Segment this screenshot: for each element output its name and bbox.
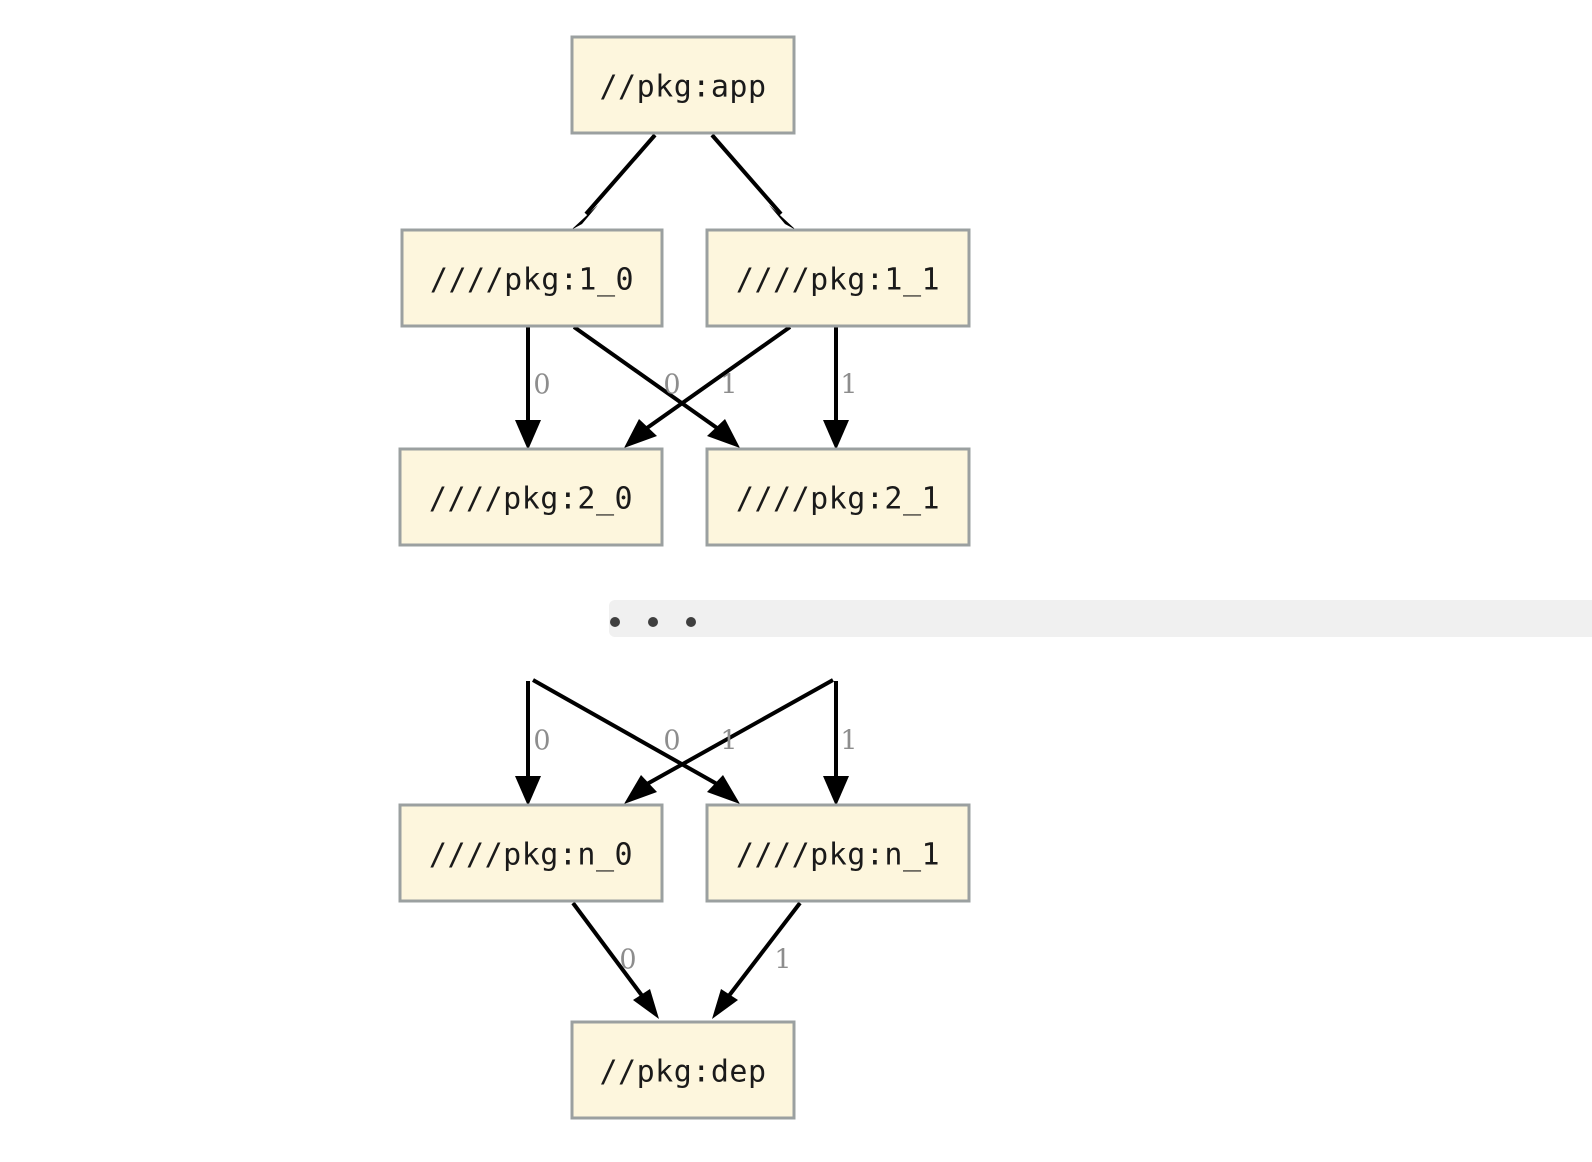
node-box[interactable] [570, 35, 796, 135]
node-box[interactable] [705, 803, 971, 903]
node-label-app: //pkg:app [599, 70, 766, 105]
edge-line [584, 133, 657, 216]
edge-line [646, 678, 834, 786]
arrowhead [823, 420, 849, 450]
ellipsis-dot-3 [686, 617, 696, 627]
node-label-pkg-2_0: ////pkg:2_0 [429, 482, 633, 517]
edge-line [645, 325, 792, 430]
arrowhead [571, 205, 598, 230]
node-box[interactable] [705, 447, 971, 547]
node-box[interactable] [705, 228, 971, 328]
node-label-dep: //pkg:dep [599, 1055, 766, 1090]
edge-label-1_1-to-2_1: 1 [840, 370, 857, 401]
node-label-pkg-n_0: ////pkg:n_0 [429, 838, 633, 873]
arrowhead [707, 419, 740, 448]
edge-n_1-to-dep [712, 901, 802, 1019]
node-label-pkg-1_0: ////pkg:1_0 [430, 263, 634, 298]
edge-label-prev-to-n_1-straight: 1 [840, 726, 857, 757]
edge-app-to-1_0 [571, 133, 657, 230]
arrowhead [712, 989, 738, 1019]
edge-prev-to-n_1-cross [532, 678, 740, 804]
edge-1_0-to-2_1 [572, 325, 740, 448]
edge-label-prev-to-n_0-cross: 1 [720, 726, 737, 757]
edge-label-n_0-to-dep: 0 [619, 945, 636, 976]
edge-app-to-1_1 [710, 133, 796, 230]
edge-label-1_0-to-2_1: 0 [663, 370, 680, 401]
node-box[interactable] [398, 447, 664, 547]
node-pkg-2_0[interactable]: ////pkg:2_0 [398, 447, 664, 547]
arrowhead [633, 989, 659, 1019]
node-box[interactable] [398, 803, 664, 903]
arrowhead [624, 419, 657, 448]
arrowhead [624, 775, 657, 804]
edge-label-1_1-to-2_0: 1 [720, 370, 737, 401]
ellipsis-dot-1 [610, 617, 620, 627]
arrowhead [707, 775, 740, 804]
edge-n_0-to-dep [571, 901, 659, 1019]
edge-line [571, 901, 645, 999]
edge-label-prev-to-n_1-cross: 0 [663, 726, 680, 757]
node-label-pkg-2_1: ////pkg:2_1 [736, 482, 940, 517]
node-pkg-2_1[interactable]: ////pkg:2_1 [705, 447, 971, 547]
edge-line [532, 678, 718, 786]
node-app[interactable]: //pkg:app [570, 35, 796, 135]
node-box[interactable] [400, 228, 664, 328]
node-pkg-n_0[interactable]: ////pkg:n_0 [398, 803, 664, 903]
node-pkg-1_0[interactable]: ////pkg:1_0 [400, 228, 664, 328]
edge-1_0-to-2_0 [515, 327, 541, 450]
arrowhead [515, 776, 541, 806]
arrowhead [769, 205, 796, 230]
arrowhead [515, 420, 541, 450]
edge-label-1_0-to-2_0: 0 [533, 370, 550, 401]
node-dep[interactable]: //pkg:dep [570, 1020, 796, 1120]
edge-prev-to-n_1-straight [823, 681, 849, 806]
node-label-pkg-1_1: ////pkg:1_1 [736, 263, 940, 298]
edge-label-n_1-to-dep: 1 [774, 945, 791, 976]
edge-label-prev-to-n_0-straight: 0 [533, 726, 550, 757]
ellipsis-dot-2 [648, 617, 658, 627]
truncation-band [609, 600, 1592, 637]
edge-1_1-to-2_1 [823, 327, 849, 450]
edge-line [710, 133, 783, 216]
node-pkg-n_1[interactable]: ////pkg:n_1 [705, 803, 971, 903]
node-box[interactable] [570, 1020, 796, 1120]
node-pkg-1_1[interactable]: ////pkg:1_1 [705, 228, 971, 328]
node-label-pkg-n_1: ////pkg:n_1 [736, 838, 940, 873]
edge-1_1-to-2_0 [624, 325, 792, 448]
edge-line [572, 325, 719, 430]
edge-line [726, 901, 802, 999]
truncation-indicator [609, 600, 1592, 637]
edge-prev-to-n_0-straight [515, 681, 541, 806]
edge-prev-to-n_0-cross [624, 678, 834, 804]
arrowhead [823, 776, 849, 806]
